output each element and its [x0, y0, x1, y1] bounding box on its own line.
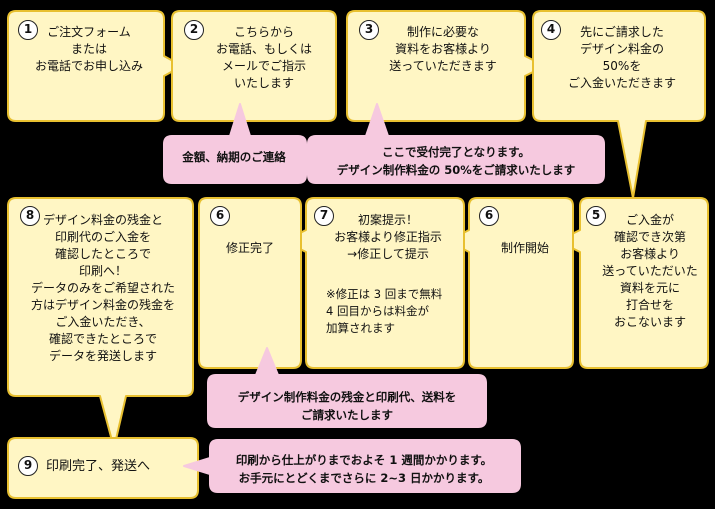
note-order-accepted: ここで受付完了となります。 デザイン制作料金の 50%をご請求いたします [336, 145, 576, 177]
step-8-text: デザイン料金の残金と 印刷代のご入金を 確認したところで 印刷へ！ データのみを… [30, 213, 175, 363]
step-9-text: 印刷完了、発送へ [46, 459, 151, 474]
note-order-accepted-box [307, 103, 605, 184]
step-7-note: ※修正は 3 回まで無料 4 回目からは料金が 加算されます [326, 287, 443, 335]
step-9-number: 9 [18, 456, 38, 476]
step-6-text: 制作開始 [500, 241, 549, 255]
note-remaining-balance: デザイン制作料金の残金と印刷代、送料を ご請求いたします [237, 390, 457, 422]
step-9-box [7, 437, 199, 499]
step-4-box [532, 10, 706, 199]
step-5-box [557, 197, 709, 369]
step-2-text: こちらから お電話、もしくは メールでご指示 いたします [215, 25, 312, 90]
step-6b-text: 修正完了 [225, 241, 274, 255]
note-remaining-balance-box [207, 347, 487, 428]
note-delivery-time-box [183, 439, 521, 493]
step-6b-box [198, 197, 302, 369]
step-7-text: 初案提示！ お客様より修正指示 →修正して提示 [334, 213, 442, 261]
step-5-number: 5 [586, 206, 606, 226]
step-6-number: 6 [479, 206, 499, 226]
step-2-box [171, 10, 337, 122]
step-4-number: 4 [541, 20, 561, 40]
step-2-number: 2 [184, 20, 204, 40]
note-price-schedule-box [163, 103, 307, 184]
step-3-text: 制作に必要な 資料をお客様より 送っていただきます [389, 25, 497, 73]
step-7-number: 7 [314, 206, 334, 226]
step-4-text: 先にご請求した デザイン料金の 50%を ご入金いただきます [567, 25, 676, 90]
step-1-text: ご注文フォーム または お電話でお申し込み [34, 25, 143, 73]
step-3-number: 3 [359, 20, 379, 40]
step-5-text: ご入金が 確認でき次第 お客様より 送っていただいた 資料を元に 打合せを おこ… [602, 213, 698, 329]
step-3-box [346, 10, 546, 122]
step-1-box [7, 10, 183, 122]
step-1-number: 1 [18, 20, 38, 40]
step-7-box [283, 197, 465, 369]
note-delivery-time: 印刷から仕上がりまでおよそ 1 週間かかります。 お手元にとどくまでさらに 2~… [235, 453, 493, 485]
step-8-number: 8 [20, 206, 40, 226]
step-6b-number: 6 [210, 206, 230, 226]
step-6-box [447, 197, 574, 369]
note-price-schedule: 金額、納期のご連絡 [182, 150, 286, 164]
step-8-box [7, 197, 194, 449]
